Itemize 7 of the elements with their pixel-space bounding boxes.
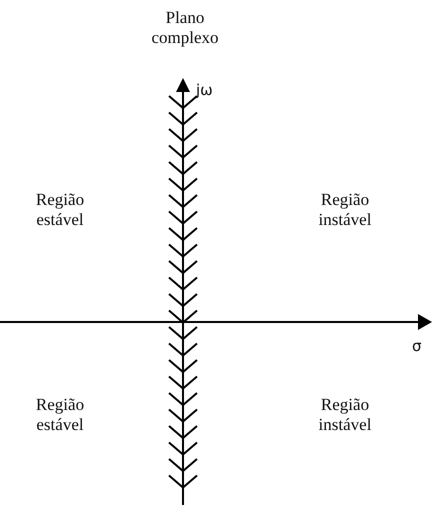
plot-title: Plano complexo [150, 8, 220, 48]
axis-label: σ [412, 336, 423, 356]
region-label: Região instável [318, 190, 372, 230]
region-label: Região estável [34, 395, 86, 435]
region-label: Região instável [318, 395, 372, 435]
axis-label: jω [196, 80, 214, 100]
region-label: Região estável [34, 190, 86, 230]
